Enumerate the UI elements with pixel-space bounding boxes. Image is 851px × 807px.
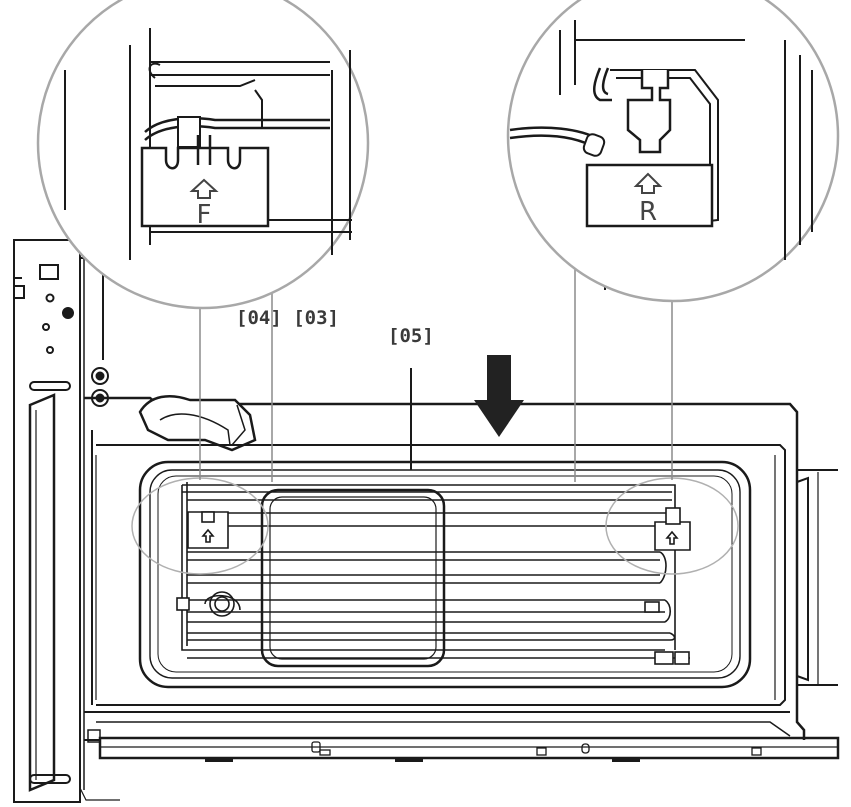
rear-clip-plate xyxy=(585,70,714,228)
front-clip-detail: F xyxy=(36,0,370,310)
label-part-05: [05] xyxy=(388,325,434,347)
rear-clip-letter: R xyxy=(639,197,657,227)
wire-rack xyxy=(176,482,690,665)
arrow-down-icon xyxy=(474,355,524,437)
oven-door xyxy=(13,239,120,803)
front-clip-letter: F xyxy=(197,200,212,230)
cavity-back-panel xyxy=(138,460,752,689)
rear-clip-small xyxy=(654,507,691,551)
arrow-up-icon xyxy=(189,178,219,199)
front-clip-plate xyxy=(140,135,270,228)
oven-cavity xyxy=(84,394,840,762)
arrow-up-icon xyxy=(633,172,663,194)
label-part-04-03: [04] [03] xyxy=(236,307,339,329)
rear-clip-detail: R xyxy=(506,0,840,303)
front-clip-small xyxy=(187,511,229,549)
